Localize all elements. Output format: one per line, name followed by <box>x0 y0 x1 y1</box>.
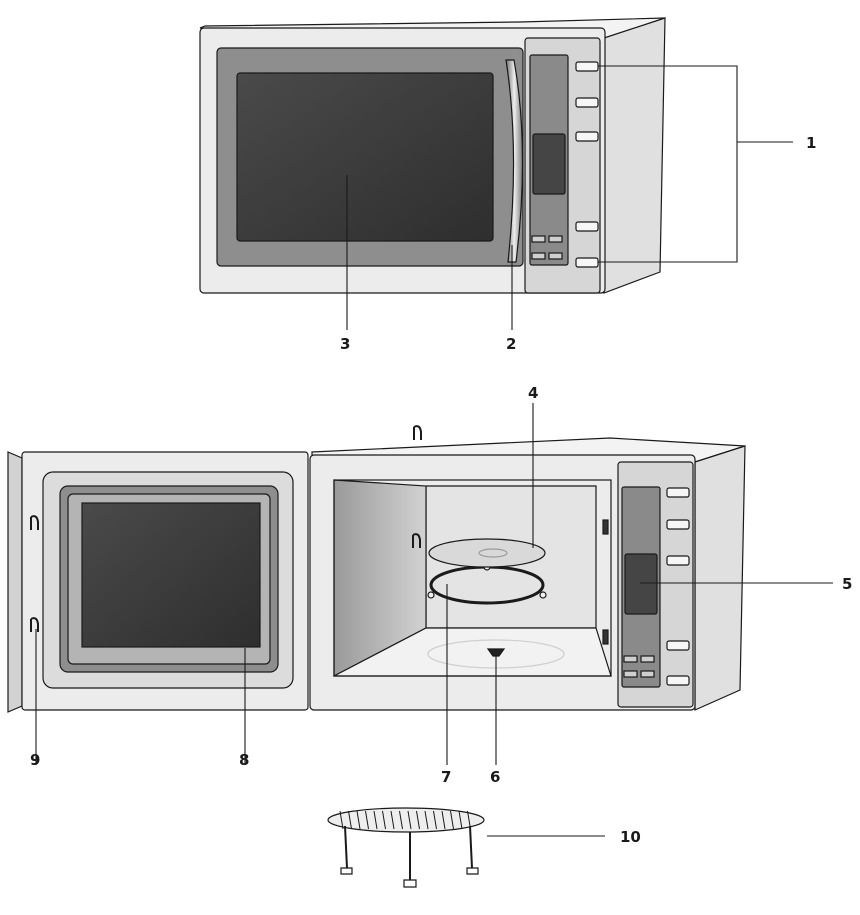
turntable-coupler-icon <box>486 648 506 657</box>
roller-wheel <box>539 591 547 599</box>
cavity-hook-icon <box>412 533 421 548</box>
keypad-button <box>640 655 655 663</box>
keypad-button <box>531 235 546 243</box>
door-window <box>236 72 494 242</box>
rack-spokes <box>339 810 471 830</box>
callout-4: 4 <box>528 384 538 402</box>
control-button <box>666 487 690 498</box>
callout-7: 7 <box>441 768 451 786</box>
keypad-button <box>623 655 638 663</box>
control-button <box>575 97 599 108</box>
right-side-panel <box>603 17 666 294</box>
roller-wheel <box>427 591 435 599</box>
keypad-button <box>531 252 546 260</box>
cavity-opening <box>333 479 612 677</box>
door-inner-window <box>81 502 261 648</box>
right-side-panel <box>694 445 746 711</box>
open-door <box>7 451 309 713</box>
rack-spoke <box>356 810 361 830</box>
control-button <box>575 221 599 232</box>
interlock-slot <box>602 629 609 645</box>
control-button <box>666 555 690 566</box>
keypad-button <box>640 670 655 678</box>
microwave-closed <box>199 17 666 294</box>
display-screen <box>624 553 658 615</box>
door-handle <box>505 59 524 263</box>
rack-spoke <box>458 810 463 830</box>
leader-lines-top <box>346 65 793 330</box>
rack-foot <box>340 867 353 875</box>
control-button <box>666 675 690 686</box>
glass-tray <box>428 538 546 568</box>
rack-spoke <box>441 810 446 830</box>
callout-10: 10 <box>620 828 641 846</box>
rack-spoke <box>382 810 386 830</box>
rack-foot <box>466 867 479 875</box>
rack-spoke <box>339 810 344 830</box>
rack-spoke <box>390 810 395 830</box>
rack-spoke <box>433 810 437 830</box>
microwave-open <box>309 425 746 711</box>
rack-spoke <box>450 810 454 830</box>
rack-spoke <box>365 810 369 830</box>
control-button <box>575 257 599 268</box>
rack-spoke <box>416 810 420 830</box>
rack-foot <box>403 879 417 888</box>
control-button <box>666 519 690 530</box>
callout-5: 5 <box>842 575 852 593</box>
keypad-button <box>548 235 563 243</box>
callout-1: 1 <box>806 134 816 152</box>
callout-8: 8 <box>239 751 249 769</box>
control-button <box>575 61 599 72</box>
rack-leg <box>344 825 348 869</box>
top-hook-icon <box>413 425 422 440</box>
rack-spoke <box>373 810 378 830</box>
keypad-button <box>623 670 638 678</box>
glass-tray-center <box>478 548 508 558</box>
callout-3: 3 <box>340 335 350 353</box>
door-hook-icon <box>30 515 39 530</box>
control-button <box>666 640 690 651</box>
rack-spoke <box>407 810 412 830</box>
callout-2: 2 <box>506 335 516 353</box>
callout-9: 9 <box>30 751 40 769</box>
control-button <box>575 131 599 142</box>
wire-rack <box>327 807 485 888</box>
keypad-button <box>548 252 563 260</box>
rack-spoke <box>348 810 352 830</box>
rack-leg <box>469 825 473 869</box>
display-screen <box>532 133 566 195</box>
door-hook-icon <box>30 617 39 632</box>
callout-6: 6 <box>490 768 500 786</box>
door-edge <box>7 451 23 713</box>
rack-spoke <box>399 810 403 830</box>
rack-spoke <box>424 810 429 830</box>
leader-lines-bottom <box>35 403 833 765</box>
interlock-slot <box>602 519 609 535</box>
